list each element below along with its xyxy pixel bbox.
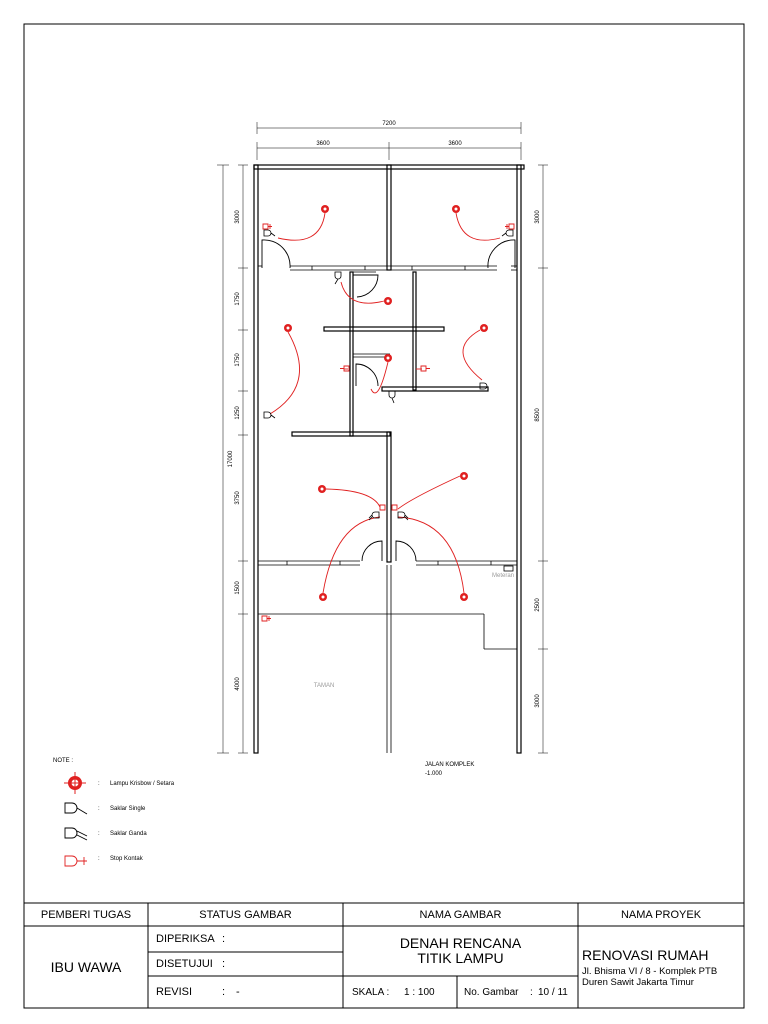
header-project: NAMA PROYEK [620,908,702,921]
socket-outlet-bedroom-left [262,223,272,230]
socket-outlet-terrace [261,615,271,622]
legend-label-double-switch: Saklar Ganda [110,831,147,837]
scale-value: 1 : 100 [404,986,435,998]
drawing-name-line2: TITIK LAMPU [417,950,504,966]
dim-right-1: 3000 [535,210,541,224]
legend-sep-4: : [98,856,100,862]
dim-left-2: 1750 [235,292,241,306]
status-label-revision: REVISI [156,986,193,998]
lamp-living-left [318,485,326,493]
status-value-revision: - [236,986,240,998]
status-row-checked: DIPERIKSA : [156,926,341,952]
garden-label: TAMAN [314,683,335,689]
drawing-number-cell: No. Gambar : 10 / 11 [464,976,578,1008]
project-info: RENOVASI RUMAH Jl. Bhisma VI / 8 - Kompl… [582,926,742,1008]
drawing-name-line1: DENAH RENCANA [399,935,522,951]
lamp-bedroom-right [452,205,460,213]
dim-overall-height: 17000 [228,450,234,467]
title-block-grid [23,902,745,1009]
single-switch-symbol-icon [64,802,88,815]
lamp-kitchen [480,324,488,332]
lamp-bathroom-1 [384,297,392,305]
dim-left-3: 1750 [235,353,241,367]
status-row-approved: DISETUJUI : [156,952,341,976]
status-label-approved: DISETUJUI [156,958,213,970]
legend-sep-1: : [98,781,100,787]
lamp-symbol-icon [64,772,86,794]
socket-outlet-bedroom-right [505,223,515,230]
dim-half-left: 3600 [316,141,330,147]
dim-half-right: 3600 [448,141,462,147]
lamp-bathroom-2 [384,354,392,362]
lamp-bedroom-left [321,205,329,213]
lamp-living-right [460,472,468,480]
status-label-checked: DIPERIKSA [156,933,215,945]
dim-left-4: 1250 [235,406,241,420]
lamp-left-room [284,324,292,332]
legend-sep-2: : [98,806,100,812]
socket-outlet-living [379,504,398,511]
legend-label-socket: Stop Kontak [110,856,144,862]
lamp-terrace-right [460,593,468,601]
lighting-layout [261,205,515,622]
socket-outlet-kitchen [420,365,430,372]
meter-label: Meteran [492,573,514,579]
dim-left-5: 3750 [235,491,241,505]
dim-left-7: 4000 [235,677,241,691]
status-sep-approved: : [222,958,226,970]
drawing-name: DENAH RENCANA TITIK LAMPU [343,926,578,976]
socket-outlet-bath [340,365,350,372]
project-name: RENOVASI RUMAH [582,946,709,963]
dim-right-4: 3000 [535,694,541,708]
header-owner: PEMBERI TUGAS [40,908,132,921]
header-status: STATUS GAMBAR [199,908,292,921]
door-swings [261,239,516,562]
double-switch-symbol-icon [64,827,88,841]
road-name-label: JALAN KOMPLEK [425,762,474,768]
drawing-number-value: 10 / 11 [538,986,568,998]
dim-left-6: 1500 [235,581,241,595]
drawing-number-sep: : [530,986,533,998]
scale-label: SKALA : [352,986,390,998]
drawing-number-label: No. Gambar [464,986,519,998]
socket-outlet-symbol-icon [64,855,87,867]
switch-symbols [263,229,514,521]
scale-cell: SKALA : 1 : 100 [352,976,457,1008]
status-row-revision: REVISI : - [156,976,341,1008]
project-address-line1: Jl. Bhisma VI / 8 - Komplek PTB [582,965,718,977]
project-address-line2: Duren Sawit Jakarta Timur [582,976,694,988]
owner-name: IBU WAWA [50,959,122,975]
dim-right-3: 2500 [535,598,541,612]
legend: NOTE : : Lampu Krisbow / Setara : Saklar… [53,758,175,867]
status-sep-checked: : [222,933,226,945]
legend-label-lamp: Lampu Krisbow / Setara [110,781,175,787]
dim-overall-width: 7200 [382,121,396,127]
status-sep-revision: : [222,986,226,998]
lamp-terrace-left [319,593,327,601]
dim-left-1: 3000 [235,210,241,224]
legend-label-single-switch: Saklar Single [110,806,146,812]
road-level-label: -1.000 [425,771,443,777]
dimension-lines: 7200 3600 3600 17000 3000 1750 1750 1250… [217,121,548,754]
dim-right-2: 8500 [535,408,541,422]
header-drawing: NAMA GAMBAR [419,908,502,921]
legend-title: NOTE : [53,758,73,764]
floor-plan-walls [253,164,525,754]
legend-sep-3: : [98,831,100,837]
